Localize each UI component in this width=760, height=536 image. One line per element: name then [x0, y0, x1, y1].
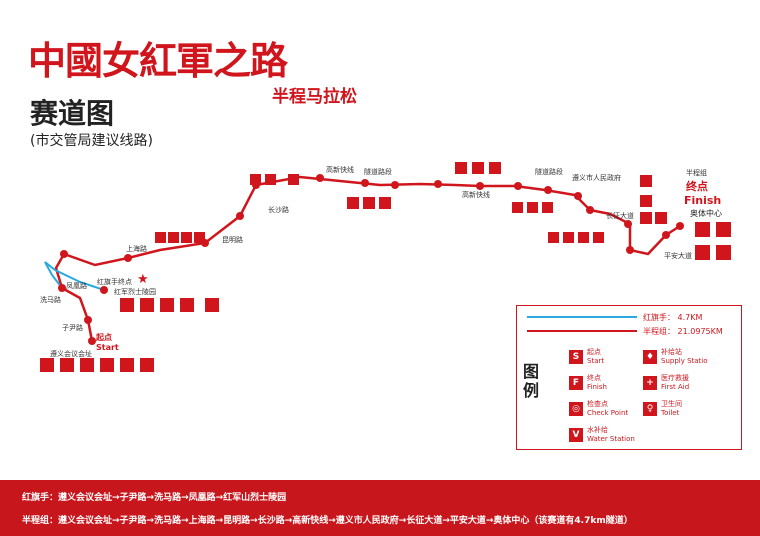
finish-pin [676, 222, 684, 230]
legend-blue-line [527, 316, 637, 318]
start-icon: S [569, 350, 583, 364]
legend-water-cn: 水补给 [587, 426, 608, 434]
label-kunming-road: 昆明路 [222, 235, 243, 244]
legend-title: 图例 [523, 362, 540, 400]
water-station-icon: V [569, 428, 583, 442]
footer-red-flag-route: 红旗手：遵义会议会址→子尹路→洗马路→凤凰路→红军山烈士陵园 [22, 493, 287, 503]
label-red-flag-end: 红旗手终点 [97, 277, 132, 286]
first-aid-icon: + [643, 376, 657, 390]
start-pin [88, 337, 96, 345]
map-title: 赛道图 [30, 97, 115, 130]
legend-first-aid-cn: 医疗救援 [661, 374, 689, 382]
legend-first-aid-en: First Aid [661, 383, 690, 391]
start-label-en: Start [96, 343, 119, 352]
label-shanghai-road: 上海路 [126, 244, 147, 253]
icon-cluster-start [40, 358, 154, 372]
label-city-government: 遵义市人民政府 [572, 173, 621, 182]
label-ziyin-road: 子尹路 [62, 323, 83, 332]
legend-red-line [527, 330, 637, 332]
event-subtitle: 半程马拉松 [272, 87, 357, 107]
legend-toilet-en: Toilet [661, 409, 680, 417]
icon-cluster-tunnel [512, 202, 553, 213]
red-flag-route [44, 261, 105, 291]
legend-start-en: Start [587, 357, 605, 365]
footer-half-route: 半程组：遵义会议会址→子尹路→洗马路→上海路→昆明路→长沙路→高新快线→遵义市人… [22, 516, 633, 526]
map-note: (市交管局建议线路) [30, 133, 153, 149]
icon-cluster-shanghai [155, 232, 205, 243]
route-map-svg: ★ 遵义会议会址 子尹路 洗马路 凤凰路 红旗手终点 红军烈士陵园 上海路 昆明… [40, 162, 731, 372]
icon-cluster-top [455, 162, 501, 174]
icon-cluster-kunming [250, 174, 299, 185]
label-cemetery: 红军烈士陵园 [114, 287, 156, 296]
icon-cluster-finish-left [640, 175, 667, 224]
finish-label-en: Finish [684, 194, 721, 207]
legend-toilet-cn: 卫生间 [661, 400, 682, 408]
icon-cluster-cemetery [120, 298, 219, 312]
label-changzheng-road: 长征大道 [606, 211, 634, 220]
legend-finish-cn: 终点 [587, 374, 601, 382]
icon-cluster-changzheng [548, 232, 604, 243]
icon-cluster-gaoxin [347, 197, 391, 209]
cemetery-star-icon: ★ [137, 272, 149, 287]
legend-red-flag-distance: 红旗手： 4.7KM [643, 313, 703, 322]
label-sports-center: 奥体中心 [690, 208, 722, 218]
label-tunnel-2: 隧道路段 [535, 167, 563, 176]
red-flag-end-pin [100, 286, 108, 294]
finish-icon: F [569, 376, 583, 390]
half-group-label: 半程组 [686, 168, 707, 177]
header: 中國女紅軍之路 半程马拉松 赛道图 (市交管局建议线路) [0, 0, 760, 150]
label-gaoxin-road: 高新快线 [326, 165, 354, 174]
label-gaoxin-road-2: 高新快线 [462, 190, 490, 199]
route-footer: 红旗手：遵义会议会址→子尹路→洗马路→凤凰路→红军山烈士陵园 半程组：遵义会议会… [0, 480, 760, 536]
legend-checkpoint-cn: 检查点 [587, 400, 608, 408]
legend-supply-en: Supply Statio [661, 357, 708, 365]
legend-checkpoint-en: Check Point [587, 409, 629, 417]
supply-station-icon: ♦ [643, 350, 657, 364]
label-tunnel-1: 隧道路段 [364, 167, 392, 176]
label-fenghuang-road: 凤凰路 [66, 281, 87, 290]
label-zunyi-hall: 遵义会议会址 [50, 349, 92, 358]
legend-half-distance: 半程组： 21.0975KM [643, 327, 723, 336]
toilet-icon: ♀ [643, 402, 657, 416]
route-map: ★ 遵义会议会址 子尹路 洗马路 凤凰路 红旗手终点 红军烈士陵园 上海路 昆明… [0, 150, 760, 480]
finish-label: 终点 [686, 179, 708, 193]
event-logo: 中國女紅軍之路 [28, 39, 288, 83]
legend-start-cn: 起点 [587, 348, 601, 356]
label-changsha-road: 长沙路 [268, 205, 289, 214]
legend-finish-en: Finish [587, 383, 607, 391]
start-label: 起点 [95, 332, 112, 342]
label-xima-road: 洗马路 [40, 295, 61, 304]
legend-supply-cn: 补给站 [661, 348, 682, 356]
legend-water-en: Water Station [587, 435, 635, 443]
icon-cluster-finish [695, 222, 731, 260]
label-pingan-road: 平安大道 [664, 251, 692, 260]
checkpoint-icon: ◎ [569, 402, 583, 416]
